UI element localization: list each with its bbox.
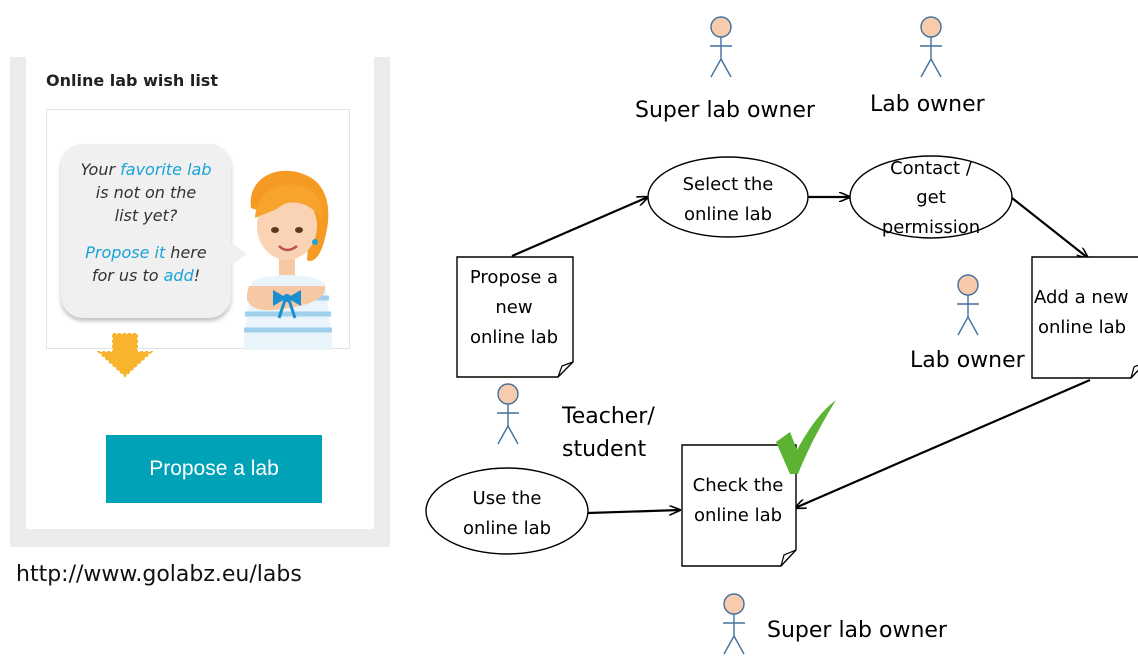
url-caption: http://www.golabz.eu/labs	[16, 562, 302, 587]
super-lab-owner-actor-icon	[709, 16, 733, 78]
add-lab-document	[1031, 256, 1138, 379]
arrow-use-to-check	[587, 510, 680, 513]
add-label-2: online lab	[1038, 317, 1126, 338]
select-label-1: Select the	[683, 174, 774, 195]
actor-label-student: student	[562, 437, 646, 462]
add-link[interactable]: add	[163, 266, 194, 285]
bubble-text-4: here	[165, 243, 207, 262]
actor-label-super-lab-owner-top: Super lab owner	[635, 98, 816, 123]
lab-owner-actor-icon-middle	[956, 274, 980, 336]
widget-title: Online lab wish list	[46, 71, 218, 90]
contact-permission-node	[849, 155, 1013, 239]
bubble-text-1: Your	[80, 160, 121, 179]
check-label-1: Check the	[693, 475, 784, 496]
widget-card: Online lab wish list Your favorite lab i…	[26, 57, 374, 529]
arrow-add-to-check	[795, 378, 1091, 508]
lab-wish-list-widget: Online lab wish list Your favorite lab i…	[10, 57, 390, 547]
select-lab-node	[647, 156, 809, 238]
use-label-2: online lab	[463, 518, 551, 539]
select-label-2: online lab	[684, 204, 772, 225]
bubble-text-2: is not on the	[95, 183, 197, 202]
bubble-text-5: for us to	[91, 266, 164, 285]
check-label-2: online lab	[694, 505, 782, 526]
bubble-text-6: !	[193, 266, 201, 285]
add-document-fold	[1130, 364, 1138, 379]
super-lab-owner-actor-icon-bottom	[722, 593, 746, 655]
lab-owner-actor-icon	[919, 16, 943, 78]
propose-it-link[interactable]: Propose it	[85, 243, 166, 262]
down-arrow-icon	[97, 333, 153, 378]
arrow-contact-to-add	[1011, 197, 1088, 258]
wish-list-panel: Your favorite lab is not on the list yet…	[46, 109, 350, 378]
propose-label-3: online lab	[470, 327, 558, 348]
speech-bubble: Your favorite lab is not on the list yet…	[61, 144, 231, 318]
teacher-student-actor-icon	[496, 383, 520, 445]
favorite-lab-link[interactable]: favorite lab	[120, 160, 212, 179]
contact-label-3: permission	[882, 217, 980, 238]
propose-label-1: Propose a	[470, 267, 558, 288]
bubble-text: Your favorite lab is not on the list yet…	[61, 158, 231, 287]
actor-label-lab-owner-middle: Lab owner	[910, 348, 1026, 373]
propose-label-2: new	[495, 297, 532, 318]
use-label-1: Use the	[473, 488, 542, 509]
contact-label-1: Contact /	[890, 158, 973, 179]
propose-lab-button[interactable]: Propose a lab	[106, 435, 322, 503]
check-lab-document	[681, 444, 797, 567]
bubble-text-3: list yet?	[114, 206, 178, 225]
propose-lab-document	[456, 256, 574, 378]
arrow-propose-to-select	[511, 197, 648, 258]
add-label-1: Add a new	[1034, 287, 1129, 308]
actor-label-super-lab-owner-bottom: Super lab owner	[767, 618, 948, 643]
cartoon-girl-illustration	[243, 170, 333, 350]
bubble-tail	[227, 240, 247, 268]
check-document-fold	[780, 549, 797, 567]
checkmark-icon	[776, 400, 836, 474]
contact-label-2: get	[916, 187, 946, 208]
actor-label-teacher: Teacher/	[561, 404, 655, 429]
propose-document-fold	[557, 361, 574, 378]
use-lab-node	[425, 467, 589, 555]
actor-label-lab-owner-top: Lab owner	[870, 92, 986, 117]
